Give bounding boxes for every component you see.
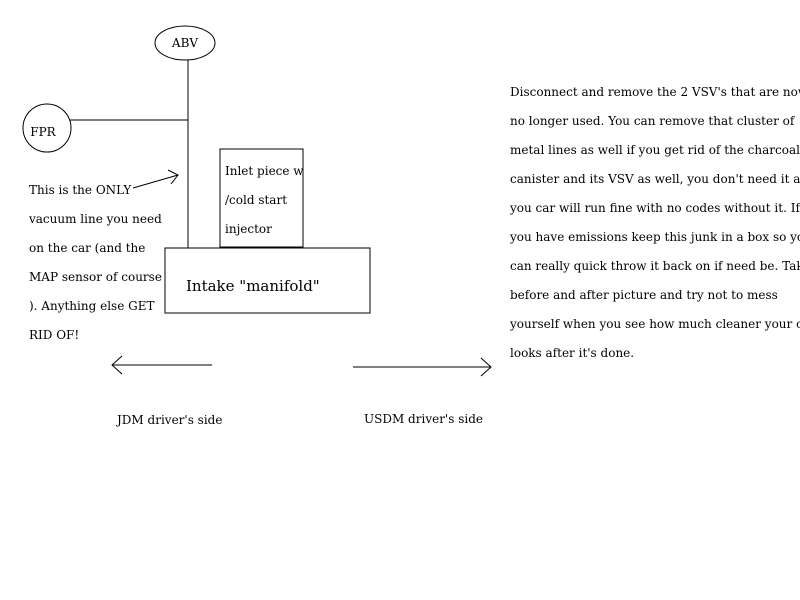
abv-node — [154, 25, 216, 61]
inlet-piece-box — [219, 148, 304, 248]
vacuum-pointer-arrow — [132, 174, 179, 189]
abv-label: ABV — [171, 36, 198, 50]
fpr-node — [22, 103, 72, 153]
vacuum-note-line-2: vacuum line you need — [28, 212, 162, 226]
inlet-piece-label-2: /cold start — [225, 193, 287, 207]
instructions-line-2: no longer used. You can remove that clus… — [510, 114, 796, 128]
intake-manifold-box — [164, 247, 371, 314]
jdm-direction-label: JDM driver's side — [115, 413, 222, 427]
instructions-line-5: you car will run fine with no codes with… — [509, 201, 800, 215]
usdm-direction-label: USDM driver's side — [364, 412, 483, 426]
jdm-direction-arrowhead — [111, 355, 123, 375]
inlet-piece-label-1: Inlet piece w — [225, 164, 304, 178]
vacuum-note-line-4: MAP sensor of course — [29, 270, 162, 284]
vacuum-note-line-3: on the car (and the — [29, 241, 145, 255]
usdm-direction-arrowhead — [480, 357, 492, 377]
instructions-line-10: looks after it's done. — [510, 346, 634, 360]
inlet-piece-label-3: injector — [225, 222, 272, 236]
intake-manifold-label: Intake "manifold" — [186, 277, 320, 295]
vacuum-pointer-arrowhead — [167, 169, 179, 185]
instructions-line-7: can really quick throw it back on if nee… — [510, 259, 800, 273]
instructions-line-4: canister and its VSV as well, you don't … — [510, 172, 800, 186]
vacuum-note-line-6: RID OF! — [29, 328, 79, 342]
instructions-line-6: you have emissions keep this junk in a b… — [509, 230, 800, 244]
instructions-line-1: Disconnect and remove the 2 VSV's that a… — [510, 85, 800, 99]
fpr-label: FPR — [30, 125, 56, 139]
instructions-line-9: yourself when you see how much cleaner y… — [509, 317, 800, 331]
instructions-line-8: before and after picture and try not to … — [510, 288, 778, 302]
vacuum-note-line-5: ). Anything else GET — [29, 299, 154, 313]
instructions-line-3: metal lines as well if you get rid of th… — [510, 143, 800, 157]
vacuum-note-line-1: This is the ONLY — [29, 183, 132, 197]
